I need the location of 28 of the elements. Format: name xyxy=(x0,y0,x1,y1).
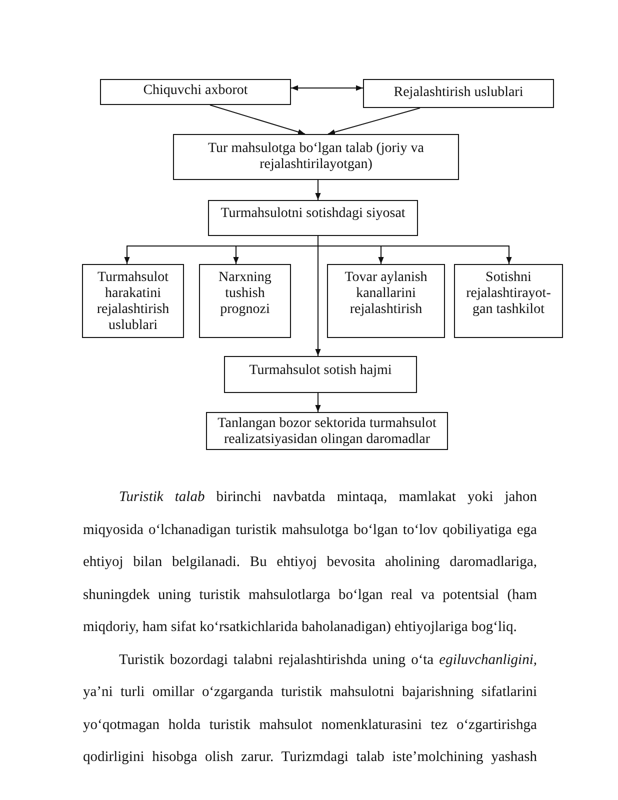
box-label: Turmahsulot harakatini rejalashtirish uslublari xyxy=(96,270,170,334)
process-box xyxy=(82,264,184,338)
box-label: Sotishni rejalashtirayot-gan tashkilot xyxy=(465,270,552,318)
body-paragraph: Turistik talab birinchi navbatda mintaqa, mamlakat yoki jahon miqyosida o‘lchanadigan turistik mahsulotga bo‘lgan to‘lov qobiliyatiga ega ehtiyoj bilan belgilanadi. Bu ehtiyoj bevosita aholining daromadlariga, shuningdek uning turistik mahsulotlarga bo‘lgan real va potentsial (ham miqdoriy, ham sifat ko‘rsatkichlarida baholanadigan) ehtiyojlariga bog‘liq. xyxy=(83,488,537,637)
box-label: Tur mahsulotga bo‘lgan talab (joriy va rejalashtirilayotgan) xyxy=(206,141,426,173)
box-label: Rejalashtirish uslublari xyxy=(394,85,524,101)
process-box xyxy=(454,264,563,338)
box-label: Tovar aylanish kanallarini rejalashtirish xyxy=(344,270,428,318)
process-box xyxy=(206,412,448,450)
arrow xyxy=(315,236,321,356)
box-label: Turmahsulot sotish hajmi xyxy=(249,363,392,379)
arrow xyxy=(315,392,321,412)
arrow xyxy=(315,180,321,200)
process-box xyxy=(224,356,417,393)
process-box xyxy=(363,79,554,108)
box-label: Turmahsulotni sotishdagi siyosat xyxy=(220,206,406,222)
body-paragraph: Turistik bozordagi talabni rejalashtirishda uning o‘ta egiluvchanligini, ya’ni turli omillar o‘zgarganda turistik mahsulotni bajarishning sifatlarini yo‘qotmagan holda turistik mahsulot nomenklaturasini tez o‘zgartirishga qodirligini hisobga olish zarur. Turizmdagi talab iste’molchining yashash xyxy=(83,650,537,767)
process-box xyxy=(173,134,459,180)
double-arrow xyxy=(290,85,364,91)
arrow xyxy=(210,104,306,135)
box-label: Tanlangan bozor sektorida turmahsulot realizatsiyasidan olingan daromadlar xyxy=(216,416,438,448)
process-box xyxy=(208,200,418,236)
process-box xyxy=(100,79,291,105)
box-label: Chiquvchi axborot xyxy=(143,83,248,99)
arrow xyxy=(328,108,420,135)
box-label: Narxning tushish prognozi xyxy=(218,270,272,318)
process-box xyxy=(199,264,291,338)
process-box xyxy=(327,264,445,338)
